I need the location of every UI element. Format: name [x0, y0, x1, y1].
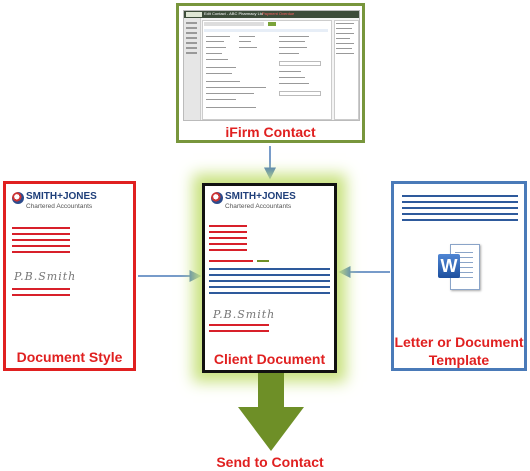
- document-style-box: SMITH+JONES Chartered Accountants P.B.Sm…: [3, 181, 136, 371]
- logo-emblem-icon: [211, 192, 223, 204]
- screenshot-title: Edit Contact - ABC Pharmacy Ltd: [204, 11, 264, 16]
- ifirm-contact-label: iFirm Contact: [225, 124, 316, 140]
- letter-template-label-line2: Template: [428, 352, 490, 368]
- logo-name: SMITH+JONES: [225, 191, 296, 202]
- logo-emblem-icon: [12, 192, 24, 204]
- send-to-contact-label: Send to Contact: [216, 454, 324, 470]
- logo-name: SMITH+JONES: [26, 191, 97, 202]
- letter-template-label-line1: Letter or Document: [394, 334, 524, 350]
- signature: P.B.Smith: [213, 308, 276, 321]
- letter-template-box: W Letter or Document Template: [391, 181, 527, 371]
- ifirm-contact-box: Edit Contact - ABC Pharmacy Ltd Payment …: [176, 3, 365, 143]
- client-document-label: Client Document: [213, 351, 326, 367]
- word-document-icon: W: [438, 244, 480, 290]
- signature: P.B.Smith: [14, 270, 77, 283]
- ifirm-contact-screenshot: Edit Contact - ABC Pharmacy Ltd Payment …: [183, 10, 360, 121]
- document-style-label: Document Style: [16, 349, 123, 365]
- logo-subtitle: Chartered Accountants: [26, 203, 93, 210]
- send-arrow-icon: [238, 373, 304, 451]
- client-document-box: SMITH+JONES Chartered Accountants P.B.Sm…: [202, 183, 337, 373]
- logo-subtitle: Chartered Accountants: [225, 203, 292, 210]
- screenshot-status: Payment Overdue: [262, 11, 295, 16]
